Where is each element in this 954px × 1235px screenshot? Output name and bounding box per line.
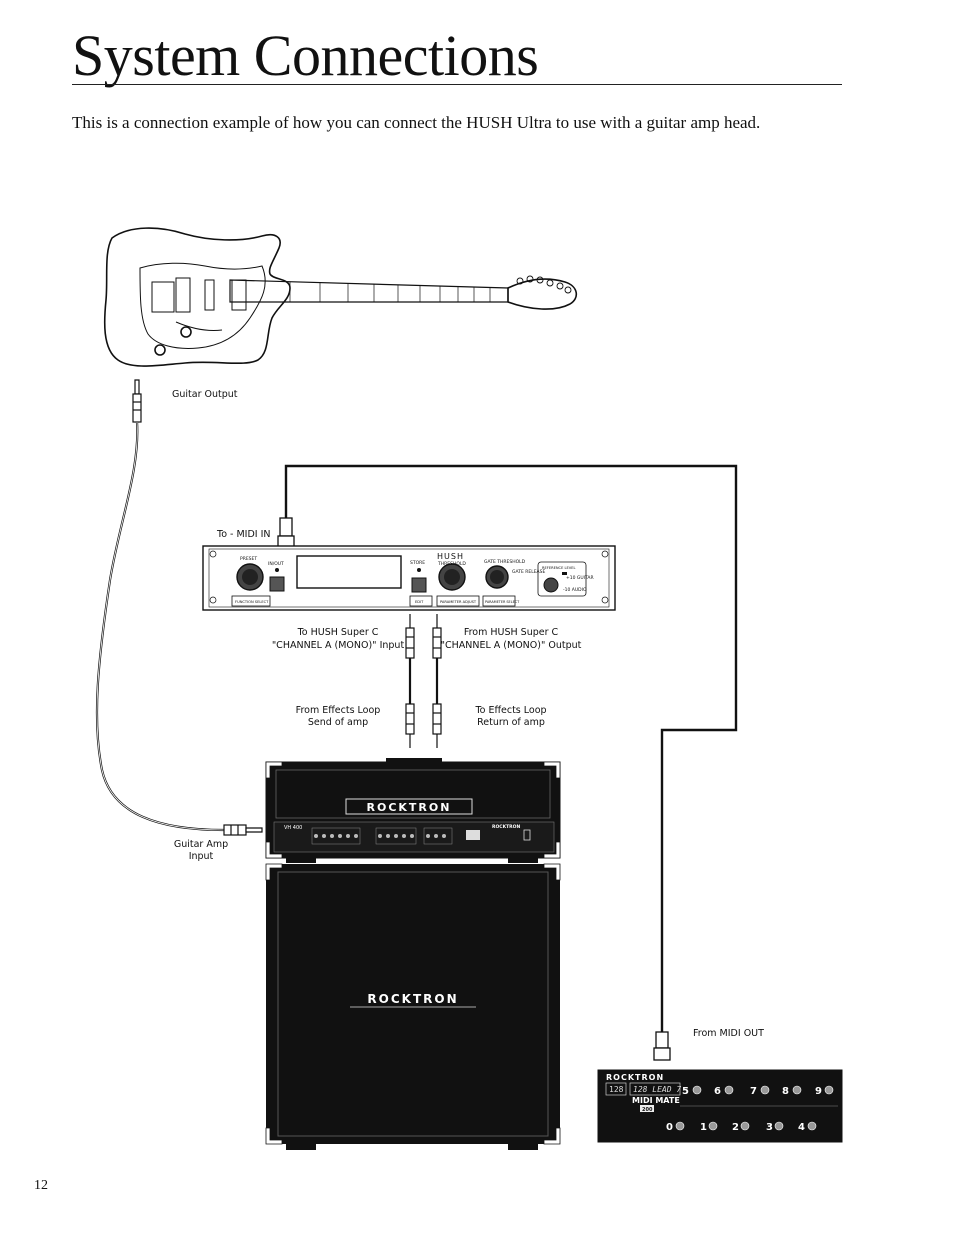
footswitch-button-6: 6 xyxy=(714,1086,721,1097)
to-fx-return-label-line2: Return of amp xyxy=(477,717,545,728)
reference-level-label: REFERENCE LEVEL xyxy=(542,566,576,570)
cabinet-logo: ROCKTRON xyxy=(367,992,458,1006)
gate-threshold-label: GATE THRESHOLD xyxy=(484,559,526,565)
parameter-select-label: PARAMETER SELECT xyxy=(485,600,520,604)
midi-in-plug xyxy=(277,517,295,549)
footswitch-bottom-row: 0 1 2 3 4 xyxy=(666,1121,817,1133)
threshold-label: THRESHOLD xyxy=(437,561,466,567)
guitar xyxy=(103,227,578,367)
function-select-label: FUNCTION SELECT xyxy=(235,600,269,604)
to-hush-label-line2: "CHANNEL A (MONO)" Input xyxy=(272,640,405,651)
store-label: STORE xyxy=(410,560,425,566)
from-hush-label-line1: From HUSH Super C xyxy=(464,627,559,638)
footswitch-display-right: 128 LEAD 7 xyxy=(633,1085,681,1094)
footswitch-button-2: 2 xyxy=(732,1122,739,1133)
footswitch-button-9: 9 xyxy=(815,1086,822,1097)
edit-label: EDIT xyxy=(415,600,424,604)
guitar-output-label: Guitar Output xyxy=(172,389,238,400)
title-rule xyxy=(72,84,842,85)
footswitch-button-5: 5 xyxy=(682,1086,689,1097)
amp-head-logo: ROCKTRON xyxy=(367,801,452,814)
amp-input-plug xyxy=(223,824,263,836)
amp-head: ROCKTRON VH 400 ROCKTRON xyxy=(265,758,561,863)
footswitch-button-8: 8 xyxy=(782,1086,789,1097)
footswitch-product: MIDI MATE xyxy=(632,1096,680,1105)
footswitch-button-4: 4 xyxy=(798,1122,805,1133)
reference-level-box xyxy=(537,561,587,597)
hush-display xyxy=(296,555,402,589)
page-title: System Connections xyxy=(72,23,539,88)
intro-text: This is a connection example of how you … xyxy=(72,113,761,132)
midi-out-plug xyxy=(653,1031,671,1061)
amp-input-label-line1: Guitar Amp xyxy=(174,839,228,850)
in-out-label: IN/OUT xyxy=(268,561,284,567)
to-hush-label-line1: To HUSH Super C xyxy=(297,627,379,638)
footswitch-button-7: 7 xyxy=(750,1086,757,1097)
store-button xyxy=(411,577,427,593)
footswitch-top-row: 5 6 7 8 9 xyxy=(682,1085,834,1097)
footswitch-display-left: 128 xyxy=(609,1085,624,1094)
hush-ultra-unit: PRESET IN/OUT STORE HUSH THRESHOLD GATE … xyxy=(202,545,616,611)
parameter-adjust-label: PARAMETER ADJUST xyxy=(440,600,477,604)
guitar-level-label: +10 GUITAR xyxy=(566,575,594,581)
footswitch-button-1: 1 xyxy=(700,1122,707,1133)
to-fx-return-label-line1: To Effects Loop xyxy=(474,705,546,716)
from-fx-send-label-line2: Send of amp xyxy=(308,717,368,728)
from-midi-out-label: From MIDI OUT xyxy=(693,1028,764,1039)
guitar-output-plug xyxy=(132,379,142,423)
amp-input-label-line2: Input xyxy=(189,851,214,862)
to-midi-in-label: To - MIDI IN xyxy=(216,529,271,540)
preset-label: PRESET xyxy=(240,556,257,562)
footswitch-side-display: 200 xyxy=(642,1107,653,1113)
footswitch-brand: ROCKTRON xyxy=(606,1073,664,1082)
page-number: 12 xyxy=(34,1178,48,1193)
guitar-cable xyxy=(95,421,225,832)
footswitch-button-0: 0 xyxy=(666,1122,673,1133)
amp-panel-brand: ROCKTRON xyxy=(492,824,520,830)
speaker-cabinet: ROCKTRON xyxy=(265,863,561,1150)
gate-release-label: GATE RELEASE xyxy=(512,569,545,575)
from-hush-label-line2: "CHANNEL A (MONO)" Output xyxy=(441,640,582,651)
amp-model-label: VH 400 xyxy=(284,825,302,831)
midi-mate-footswitch: ROCKTRON 128 128 LEAD 7 MIDI MATE 200 5 … xyxy=(597,1069,843,1143)
audio-level-label: -10 AUDIO xyxy=(563,587,587,593)
footswitch-button-3: 3 xyxy=(766,1122,773,1133)
from-fx-send-label-line1: From Effects Loop xyxy=(296,705,381,716)
hush-label: HUSH xyxy=(437,552,464,561)
effects-loop-cables xyxy=(405,614,442,748)
in-out-button xyxy=(269,576,285,592)
midi-cable xyxy=(284,464,738,1032)
